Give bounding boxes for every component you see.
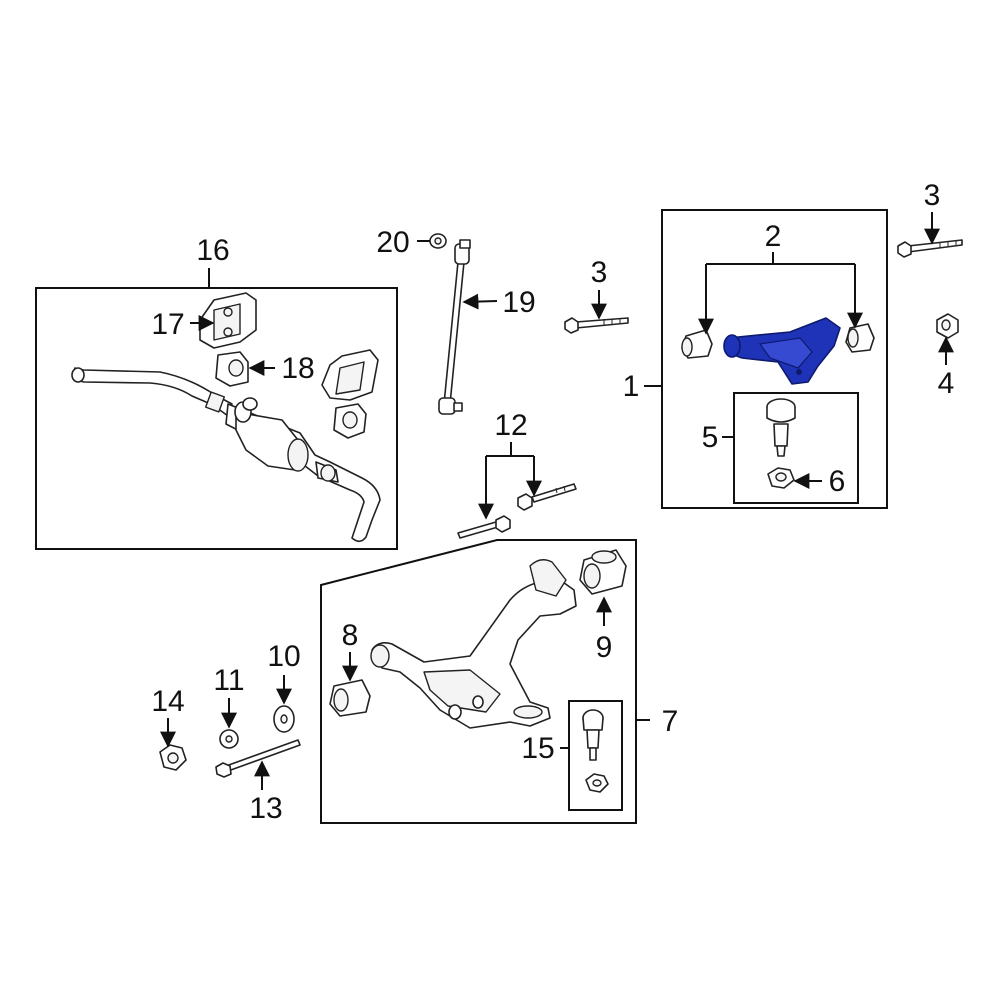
stabilizer-bracket-right[interactable]	[321, 349, 379, 439]
ball-joint-nut-lower[interactable]	[585, 773, 609, 793]
stabilizer-bushing[interactable]	[215, 351, 249, 387]
callout-14: 14	[151, 685, 184, 718]
lower-arm-bushing-front[interactable]	[329, 679, 371, 717]
upper-ball-joint-box	[733, 392, 859, 504]
callout-1: 1	[623, 370, 640, 403]
bolt-lower-arm-rear[interactable]	[517, 483, 577, 511]
callout-4: 4	[938, 367, 955, 400]
leader-lines	[160, 212, 954, 790]
stabilizer-bar-group-box	[35, 287, 398, 550]
ball-joint-nut-upper[interactable]	[767, 467, 795, 489]
bolt-upper-right[interactable]	[897, 239, 963, 258]
bolt-13[interactable]	[215, 739, 301, 778]
callout-16: 16	[196, 234, 229, 267]
bolt-upper-left[interactable]	[564, 317, 629, 334]
upper-control-arm-group-box	[661, 209, 888, 509]
callout-7: 7	[662, 705, 679, 738]
upper-arm-bushing-front[interactable]	[681, 329, 713, 359]
stabilizer-link[interactable]	[438, 239, 471, 415]
callout-6: 6	[829, 465, 846, 498]
nut-upper[interactable]	[936, 313, 959, 339]
upper-ball-joint[interactable]	[766, 398, 796, 457]
callout-17: 17	[151, 308, 184, 341]
callout-11: 11	[213, 664, 244, 697]
lower-control-arm-group-box	[320, 539, 637, 824]
callout-5: 5	[702, 421, 719, 454]
upper-control-arm[interactable]	[723, 317, 841, 385]
stabilizer-bracket[interactable]	[199, 292, 257, 349]
callout-3-left: 3	[591, 256, 608, 289]
stabilizer-bar[interactable]	[71, 367, 381, 543]
callout-19: 19	[502, 286, 535, 319]
lower-control-arm[interactable]	[370, 559, 577, 729]
callout-2: 2	[765, 220, 782, 253]
washer-10[interactable]	[273, 705, 295, 733]
callout-18: 18	[281, 352, 314, 385]
callout-12: 12	[494, 409, 527, 442]
callout-10: 10	[267, 640, 300, 673]
bolt-lower-arm-front[interactable]	[457, 515, 511, 539]
washer-11[interactable]	[219, 729, 239, 749]
callout-13: 13	[249, 792, 282, 825]
callout-labels: 1 2 3 3 4 5 6 7 8 9 10 11 12 13 14 15 16…	[151, 179, 954, 825]
callout-20: 20	[376, 226, 409, 259]
callout-3-right: 3	[924, 179, 941, 212]
link-nut[interactable]	[429, 233, 447, 249]
nut-14[interactable]	[159, 744, 187, 771]
callout-15: 15	[521, 732, 554, 765]
lower-ball-joint[interactable]	[582, 709, 604, 761]
lower-arm-bushing-rear[interactable]	[579, 549, 627, 595]
callout-8: 8	[342, 619, 359, 652]
callout-9: 9	[596, 631, 613, 664]
lower-ball-joint-box	[568, 700, 623, 811]
upper-arm-bushing-rear[interactable]	[845, 323, 875, 353]
